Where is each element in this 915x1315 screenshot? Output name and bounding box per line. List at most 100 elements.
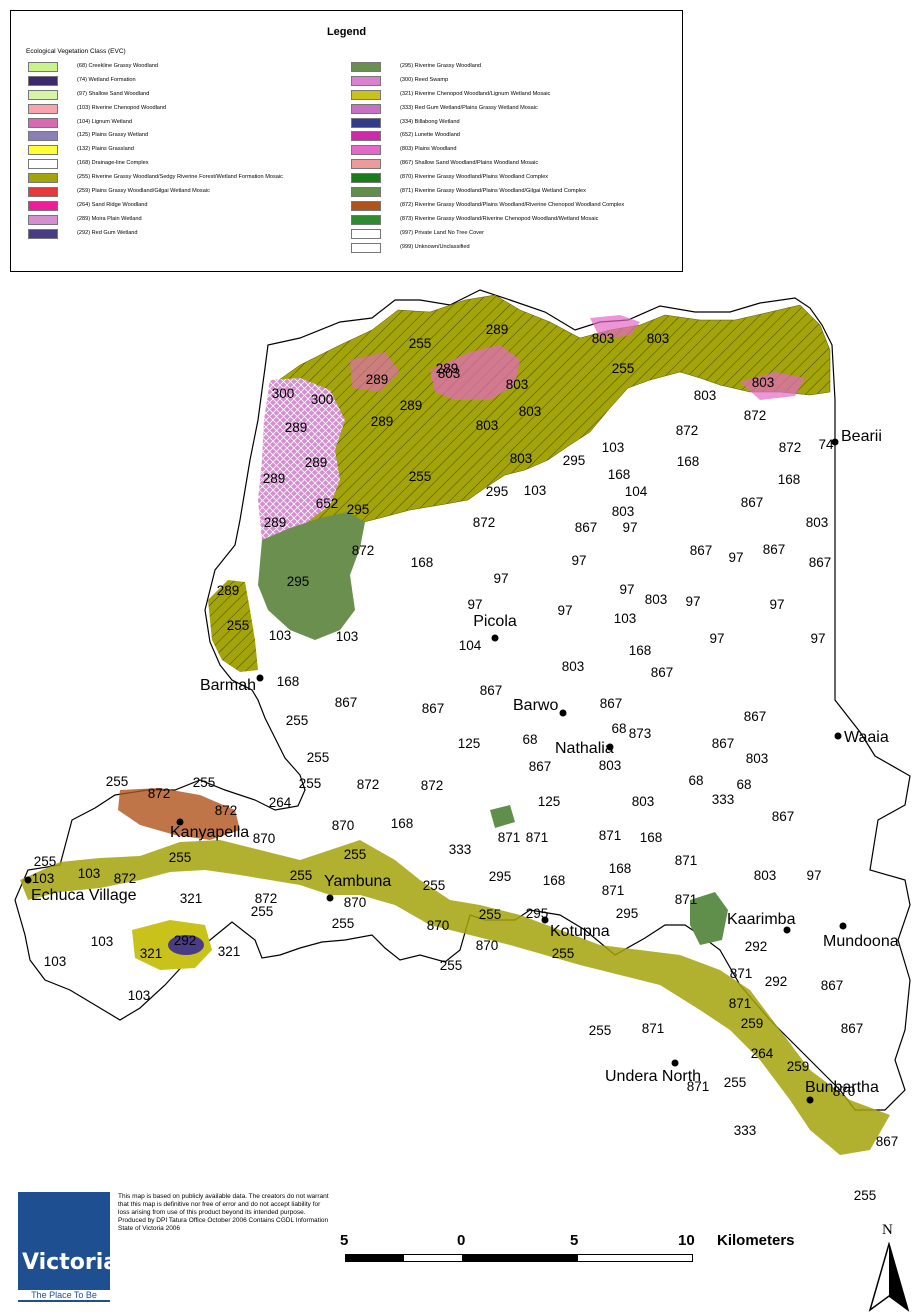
evc-label: 289 (305, 455, 328, 470)
legend-label: (255) Riverine Grassy Woodland/Sedgy Riv… (77, 174, 283, 181)
legend-label: (997) Private Land No Tree Cover (400, 229, 484, 236)
evc-label: 264 (269, 795, 292, 810)
evc-label: 803 (612, 504, 635, 519)
evc-label: 867 (480, 683, 503, 698)
evc-label: 104 (459, 638, 482, 653)
place-dot (831, 438, 839, 446)
evc-label: 97 (709, 631, 724, 646)
legend-label: (300) Reed Swamp (400, 76, 449, 83)
evc-label: 255 (409, 336, 432, 351)
legend-label: (871) Riverine Grassy Woodland/Plains Wo… (400, 188, 586, 195)
scale-tick-10: 10 (678, 1232, 695, 1249)
evc-803-patch-4 (590, 315, 640, 338)
legend-swatch (28, 159, 58, 170)
evc-label: 295 (347, 502, 370, 517)
legend-label: (68) Creekline Grassy Woodland (77, 63, 159, 69)
evc-label: 255 (423, 878, 446, 893)
legend-label: (334) Billabong Wetland (400, 118, 460, 125)
evc-label: 289 (366, 372, 389, 387)
evc-label: 255 (589, 1023, 612, 1038)
place-label: Bunbartha (805, 1079, 879, 1096)
legend-swatch (28, 117, 58, 128)
legend-swatch (351, 131, 381, 142)
place-dot (559, 709, 567, 717)
evc-label: 872 (148, 786, 171, 801)
evc-label: 168 (277, 674, 300, 689)
evc-label: 321 (218, 944, 241, 959)
legend-label: (132) Plains Grassland (77, 146, 134, 153)
evc-label: 103 (614, 611, 637, 626)
legend-label: (870) Riverine Grassy Woodland/Plains Wo… (400, 174, 549, 181)
evc-label: 867 (741, 495, 764, 510)
place-label: Kanyapella (170, 824, 249, 841)
evc-label: 873 (629, 726, 652, 741)
evc-label: 652 (316, 496, 339, 511)
evc-label: 259 (787, 1059, 810, 1074)
legend-swatch (28, 187, 58, 198)
legend-swatch (351, 62, 381, 72)
evc-label: 255 (552, 946, 575, 961)
place-dot (24, 876, 32, 884)
evc-label: 872 (676, 423, 699, 438)
evc-label: 103 (128, 988, 151, 1003)
scale-tick-5b: 5 (570, 1232, 579, 1249)
evc-label: 255 (251, 904, 274, 919)
evc-label: 255 (286, 713, 309, 728)
evc-label: 867 (876, 1134, 899, 1149)
evc-label: 255 (169, 850, 192, 865)
place-dot (606, 743, 614, 751)
legend-label: (321) Riverine Chenopod Woodland/Lignum … (400, 90, 551, 97)
evc-label: 872 (473, 515, 496, 530)
evc-label: 871 (498, 830, 521, 845)
evc-label: 255 (290, 868, 313, 883)
evc-label: 97 (769, 597, 784, 612)
place-dot (541, 916, 549, 924)
place-dot (671, 1059, 679, 1067)
legend-swatch (351, 117, 381, 128)
legend-swatch (351, 145, 381, 156)
evc-label: 168 (778, 472, 801, 487)
evc-label: 68 (522, 732, 537, 747)
legend-label: (97) Shallow Sand Woodland (77, 90, 150, 97)
evc-label: 97 (810, 631, 825, 646)
legend-swatch (351, 103, 381, 114)
scale-bar-frame (345, 1254, 693, 1262)
evc-label: 867 (712, 736, 735, 751)
evc-label: 803 (476, 418, 499, 433)
evc-label: 255 (479, 907, 502, 922)
legend-swatch (28, 173, 58, 184)
evc-label: 97 (622, 520, 637, 535)
legend-swatch (28, 145, 58, 156)
evc-label: 103 (32, 871, 55, 886)
evc-label: 255 (612, 361, 635, 376)
evc-label: 68 (688, 773, 703, 788)
place-label: Bearii (841, 428, 882, 445)
evc-label: 300 (311, 392, 334, 407)
evc-label: 870 (427, 918, 450, 933)
evc-label: 871 (526, 830, 549, 845)
evc-label: 295 (616, 906, 639, 921)
evc-label: 289 (264, 515, 287, 530)
evc-label: 867 (744, 709, 767, 724)
evc-label: 803 (752, 375, 775, 390)
evc-label: 103 (91, 934, 114, 949)
legend-label: (289) Moira Plain Wetland (77, 215, 142, 222)
north-arrow-icon (868, 1242, 910, 1312)
evc-label: 333 (734, 1123, 757, 1138)
evc-label: 872 (352, 543, 375, 558)
place-dot (256, 674, 264, 682)
evc-label: 103 (269, 628, 292, 643)
evc-label: 289 (400, 398, 423, 413)
place-label: Kaarimba (727, 911, 796, 928)
evc-label: 104 (625, 484, 648, 499)
legend-label: (333) Red Gum Wetland/Plains Grassy Wetl… (400, 104, 538, 111)
evc-label: 292 (174, 933, 197, 948)
evc-label: 867 (772, 809, 795, 824)
scale-unit: Kilometers (717, 1232, 795, 1249)
evc-label: 255 (440, 958, 463, 973)
map-legend: Legend Ecological Vegetation Class (EVC)… (10, 10, 683, 272)
place-label: Kotupna (550, 923, 610, 940)
place-label: Waaia (844, 729, 889, 746)
evc-label: 168 (677, 454, 700, 469)
